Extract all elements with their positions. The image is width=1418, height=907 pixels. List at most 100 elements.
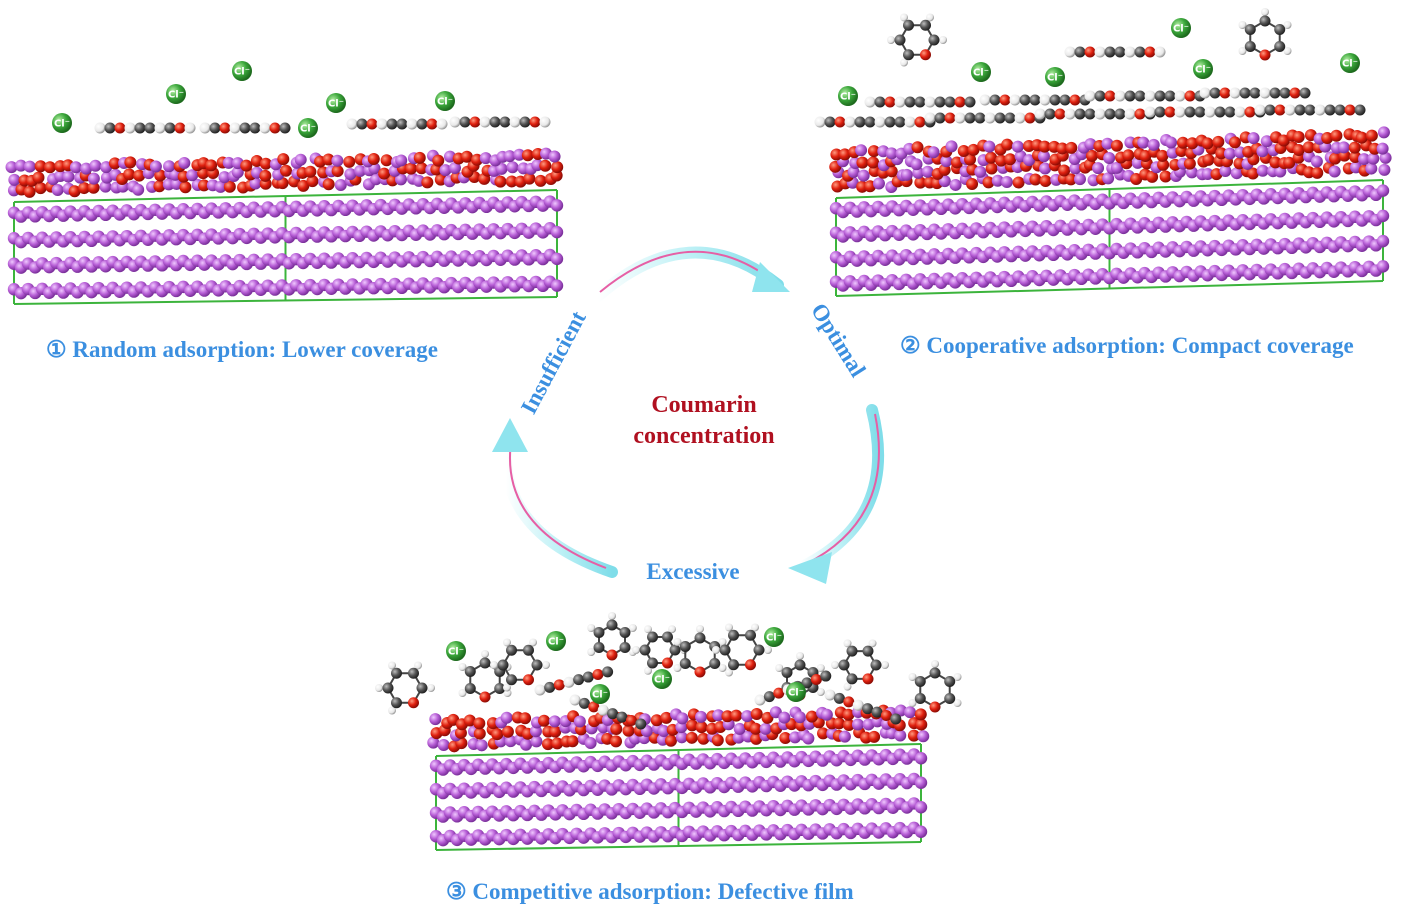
molecule-atom	[406, 118, 418, 130]
hydrogen-atom	[481, 650, 489, 658]
metal-atom	[354, 165, 367, 178]
oxygen-atom	[1277, 134, 1290, 147]
hydrogen-atom	[1238, 47, 1247, 55]
hydrogen-atom	[900, 13, 908, 22]
molecule-atom	[890, 713, 902, 725]
chloride-label: Cl⁻	[1195, 65, 1211, 76]
metal-atom	[222, 156, 235, 169]
carbon-atom	[894, 34, 906, 46]
panel-competitive-adsorption: Cl⁻Cl⁻Cl⁻Cl⁻Cl⁻Cl⁻	[375, 612, 962, 851]
oxygen-atom	[198, 179, 211, 192]
chloride-ion: Cl⁻	[52, 113, 72, 133]
coumarin-molecule	[831, 639, 889, 691]
molecule-atom	[1334, 104, 1346, 116]
metal-atom	[914, 776, 928, 789]
molecule-atom	[509, 116, 521, 128]
molecule-atom	[1354, 104, 1366, 116]
hydrogen-atom	[764, 646, 772, 654]
metal-atom	[733, 722, 746, 735]
carbon-atom	[709, 658, 721, 669]
coumarin-molecule	[864, 96, 976, 108]
molecule-atom	[844, 116, 856, 128]
molecule-atom	[894, 116, 906, 128]
hydrogen-atom	[673, 638, 682, 646]
oxygen-atom	[538, 714, 551, 727]
metal-atom	[695, 710, 708, 723]
hydrogen-atom	[668, 625, 676, 634]
molecule-atom	[426, 118, 438, 130]
oxygen-atom	[432, 154, 445, 167]
molecule-atom	[144, 122, 156, 134]
oxygen-atom	[929, 701, 941, 713]
oxygen-atom	[842, 718, 855, 731]
chloride-label: Cl⁻	[592, 690, 608, 701]
molecule-atom	[864, 96, 876, 108]
molecule-atom	[1134, 46, 1146, 58]
oxygen-atom	[966, 178, 979, 191]
chloride-atom	[1171, 18, 1191, 38]
coumarin-molecule	[1064, 46, 1166, 58]
oxygen-atom	[1038, 140, 1051, 153]
carbon-atom	[662, 631, 673, 643]
molecule-atom	[279, 122, 291, 134]
molecule-atom	[124, 122, 136, 134]
oxygen-atom	[259, 169, 272, 182]
hydrogen-atom	[490, 661, 498, 669]
metal-atom	[513, 148, 526, 161]
chloride-ion: Cl⁻	[435, 91, 455, 111]
coumarin-molecule	[1199, 87, 1311, 99]
oxygen-atom	[711, 734, 724, 747]
metal-atom	[1378, 163, 1391, 176]
oxygen-atom	[957, 145, 970, 158]
molecule-atom	[1259, 87, 1271, 99]
carbon-atom	[745, 629, 756, 641]
oxygen-atom	[505, 175, 518, 188]
metal-atom	[550, 199, 564, 212]
oxygen-atom	[421, 176, 434, 189]
hydrogen-atom	[953, 699, 962, 707]
molecule-atom	[1124, 108, 1136, 120]
molecule-atom	[539, 116, 551, 128]
chloride-ion: Cl⁻	[838, 86, 858, 106]
oxygen-atom	[306, 175, 319, 188]
metal-atom	[1073, 173, 1086, 186]
molecule-atom	[864, 116, 876, 128]
bond	[13, 189, 558, 203]
metal-atom	[676, 712, 689, 725]
molecule-atom	[164, 122, 176, 134]
molecule-atom	[607, 708, 619, 720]
chloride-atom	[652, 669, 672, 689]
coumarin-molecule	[346, 118, 448, 130]
molecule-atom	[519, 116, 531, 128]
oxygen-atom	[250, 155, 263, 168]
oxygen-atom	[491, 728, 504, 741]
molecule-atom	[1054, 108, 1066, 120]
bond	[435, 841, 922, 851]
metal-atom	[1376, 234, 1390, 248]
carbon-atom	[464, 666, 476, 677]
molecule-atom	[994, 112, 1006, 124]
label-excessive: Excessive	[646, 559, 739, 584]
hydrogen-atom	[673, 664, 682, 672]
bond	[835, 179, 1384, 199]
hydrogen-atom	[843, 639, 852, 648]
hydrogen-atom	[427, 684, 435, 692]
molecule-atom	[219, 122, 231, 134]
oxygen-atom	[1228, 136, 1241, 149]
molecule-atom	[356, 118, 368, 130]
oxygen-atom	[1001, 138, 1014, 151]
molecule-atom	[1059, 94, 1071, 106]
metal-atom	[395, 154, 408, 167]
molecule-atom	[874, 96, 886, 108]
molecule-atom	[1134, 90, 1146, 102]
hydrogen-atom	[816, 688, 825, 696]
oxygen-atom	[534, 174, 547, 187]
metal-atom	[940, 155, 953, 168]
molecule-atom	[1174, 90, 1186, 102]
coumarin-molecule	[1084, 90, 1206, 102]
oxygen-atom	[967, 143, 980, 156]
oxygen-atom	[551, 161, 564, 174]
oxygen-atom	[985, 151, 998, 164]
metal-atom	[503, 150, 516, 163]
hydrogen-atom	[503, 638, 511, 647]
